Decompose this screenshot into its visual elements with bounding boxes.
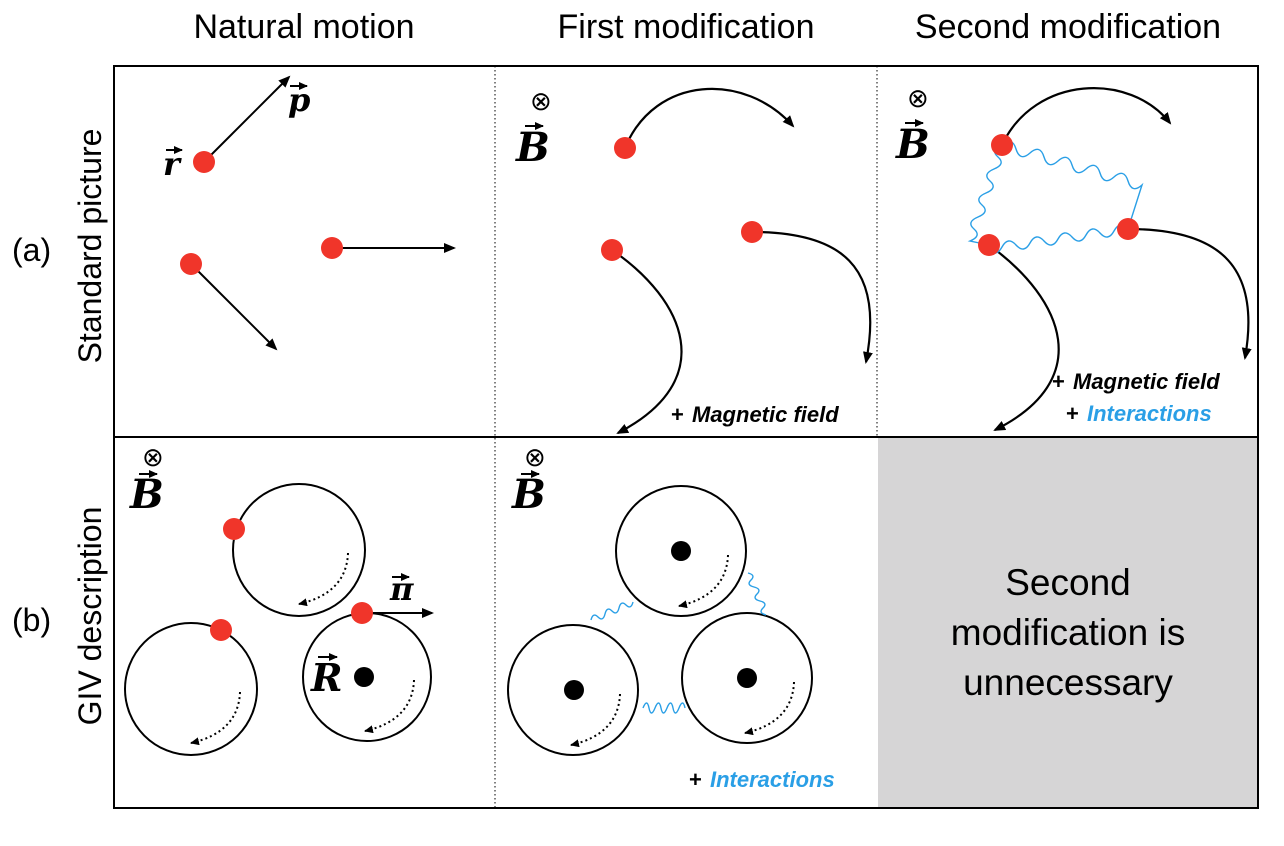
into-page-symbol: ⊗ xyxy=(907,83,929,113)
column-title-second: Second modification xyxy=(914,8,1222,46)
rotation-arrow xyxy=(190,691,241,746)
interaction-spring xyxy=(590,601,634,621)
column-title-natural: Natural motion xyxy=(193,8,415,46)
row-tag-a: (a) xyxy=(12,232,52,268)
panel-a-second: ⊗ B + Magnetic field + Interactions xyxy=(895,83,1252,431)
trajectory xyxy=(623,87,795,149)
rotation-arrow xyxy=(678,554,729,609)
annotation-interactions: Interactions xyxy=(1087,401,1212,426)
guiding-center xyxy=(564,680,584,700)
unnecessary-line-1: Second xyxy=(1005,562,1131,603)
particle xyxy=(978,234,1000,256)
momentum-arrow-3 xyxy=(190,263,278,351)
annotation-plus: + xyxy=(1066,401,1079,426)
cyclotron-orbit xyxy=(681,612,813,744)
guiding-center xyxy=(671,541,691,561)
annotation-interactions: Interactions xyxy=(710,767,835,792)
field-label: B xyxy=(511,471,546,518)
rotation-arrow xyxy=(298,552,349,607)
unnecessary-panel xyxy=(878,437,1258,808)
field-label: B xyxy=(895,121,930,168)
trajectory xyxy=(1001,87,1172,146)
panel-a-first: ⊗ B + Magnetic field xyxy=(515,86,873,434)
annotation-magnetic-field: Magnetic field xyxy=(1073,369,1220,394)
particle xyxy=(180,253,202,275)
annotation-plus: + xyxy=(689,767,702,792)
panel-a-natural: r p xyxy=(163,75,456,351)
annotation-plus: + xyxy=(671,402,684,427)
unnecessary-line-3: unnecessary xyxy=(963,662,1173,703)
position-label: r xyxy=(163,145,182,183)
interaction-spring xyxy=(747,572,767,616)
particle xyxy=(991,134,1013,156)
particle xyxy=(614,137,636,159)
field-label: B xyxy=(129,471,164,518)
annotation-plus: + xyxy=(1052,369,1065,394)
unnecessary-text: Second modification is unnecessary xyxy=(878,558,1258,708)
into-page-symbol: ⊗ xyxy=(142,442,164,472)
guiding-center-label: R xyxy=(310,655,343,700)
interaction-spring xyxy=(1001,140,1144,230)
field-label: B xyxy=(515,124,550,171)
cyclotron-orbit xyxy=(124,622,258,756)
panel-b-first: ⊗ B + Interactions xyxy=(507,442,835,792)
particle xyxy=(210,619,232,641)
column-title-first: First modification xyxy=(557,8,815,46)
into-page-symbol: ⊗ xyxy=(524,442,546,472)
particle xyxy=(601,239,623,261)
rotation-arrow xyxy=(364,679,415,734)
cyclotron-orbit xyxy=(615,485,747,617)
interaction-spring xyxy=(987,224,1129,254)
trajectory xyxy=(751,230,873,364)
cyclotron-orbit xyxy=(507,624,639,756)
rotation-arrow xyxy=(744,681,795,736)
mechanical-momentum-label: π xyxy=(389,570,414,608)
trajectory xyxy=(988,244,1060,431)
particle xyxy=(193,151,215,173)
particle xyxy=(1117,218,1139,240)
trajectory xyxy=(1127,227,1252,360)
rotation-arrow xyxy=(570,693,621,748)
annotation-magnetic-field: Magnetic field xyxy=(692,402,839,427)
trajectory xyxy=(611,249,683,434)
momentum-arrow-1 xyxy=(203,75,291,163)
interaction-spring xyxy=(642,702,686,714)
interaction-spring xyxy=(967,144,1003,246)
guiding-center xyxy=(737,668,757,688)
particle xyxy=(321,237,343,259)
particle xyxy=(351,602,373,624)
momentum-label: p xyxy=(288,81,310,119)
into-page-symbol: ⊗ xyxy=(530,86,552,116)
particle xyxy=(741,221,763,243)
panel-b-natural: ⊗ B π R xyxy=(124,442,434,756)
unnecessary-line-2: modification is xyxy=(950,612,1186,653)
particle xyxy=(223,518,245,540)
guiding-center xyxy=(354,667,374,687)
cyclotron-orbit xyxy=(232,483,366,617)
row-tag-b: (b) xyxy=(12,602,52,638)
